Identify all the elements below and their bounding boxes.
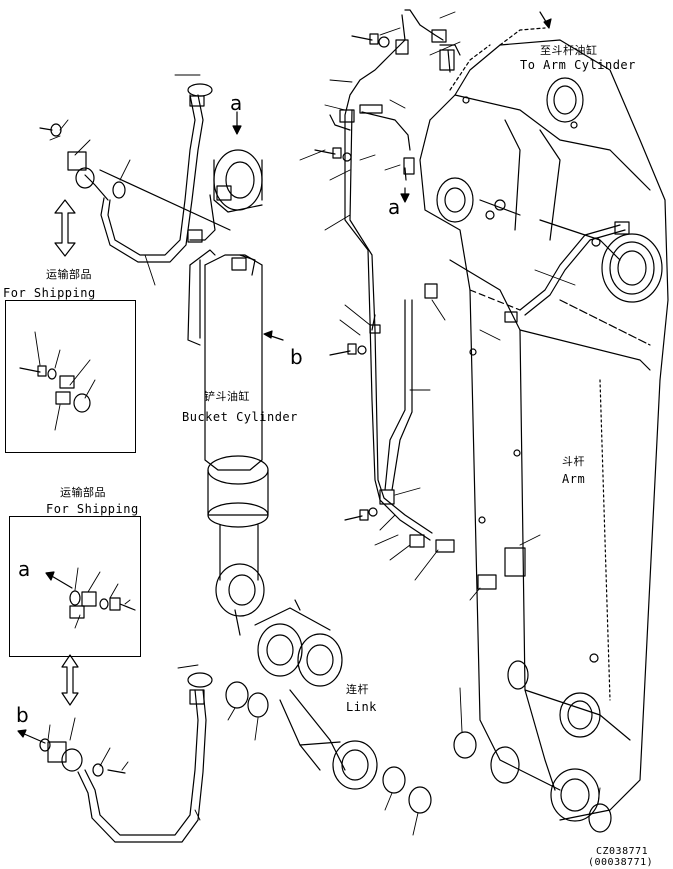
ref-b-label-hose: b	[16, 703, 30, 727]
shipping-box-2	[9, 516, 141, 657]
bucket-cylinder-label-en: Bucket Cylinder	[182, 410, 298, 424]
link-label-en: Link	[346, 700, 377, 714]
arm-bosses	[436, 77, 663, 822]
shipping-box-1-parts	[19, 365, 91, 413]
pipe-fittings	[187, 29, 630, 590]
seal-rings	[225, 681, 612, 833]
reference-arrows	[17, 11, 552, 744]
hydraulic-pipes	[329, 9, 626, 541]
shipping-label-2-en: For Shipping	[46, 502, 139, 516]
ref-a-label-pipe: a	[388, 195, 401, 219]
left-hose-top	[39, 83, 231, 263]
bucket-cylinder	[187, 149, 269, 617]
to-arm-cylinder-label-cn: 至斗杆油缸	[540, 44, 598, 57]
to-arm-cylinder-label-en: To Arm Cylinder	[520, 58, 636, 72]
shipping-label-2-cn: 运输部品	[60, 486, 106, 499]
arm-body	[419, 27, 669, 821]
drawing-code: CZ038771	[596, 846, 649, 857]
drawing-code-alt: (00038771)	[588, 857, 654, 868]
bucket-cylinder-label-cn: 铲斗油缸	[204, 390, 250, 403]
arm-label-en: Arm	[562, 472, 586, 486]
shipping-double-arrows	[54, 199, 79, 706]
bolts-and-washers	[314, 33, 407, 521]
shipping-box-2-parts	[69, 590, 136, 619]
shipping-label-1-en: For Shipping	[3, 286, 96, 300]
ref-b-label-cylinder: b	[290, 345, 304, 369]
link-label-cn: 连杆	[346, 683, 369, 696]
leader-lines	[34, 11, 601, 836]
ref-a-label-shipping: a	[18, 557, 31, 581]
ref-a-label-top: a	[230, 91, 243, 115]
shipping-box-1	[5, 300, 136, 453]
link	[234, 599, 378, 790]
arm-label-cn: 斗杆	[562, 455, 585, 468]
left-hose-bottom	[39, 672, 213, 843]
shipping-label-1-cn: 运输部品	[46, 268, 92, 281]
